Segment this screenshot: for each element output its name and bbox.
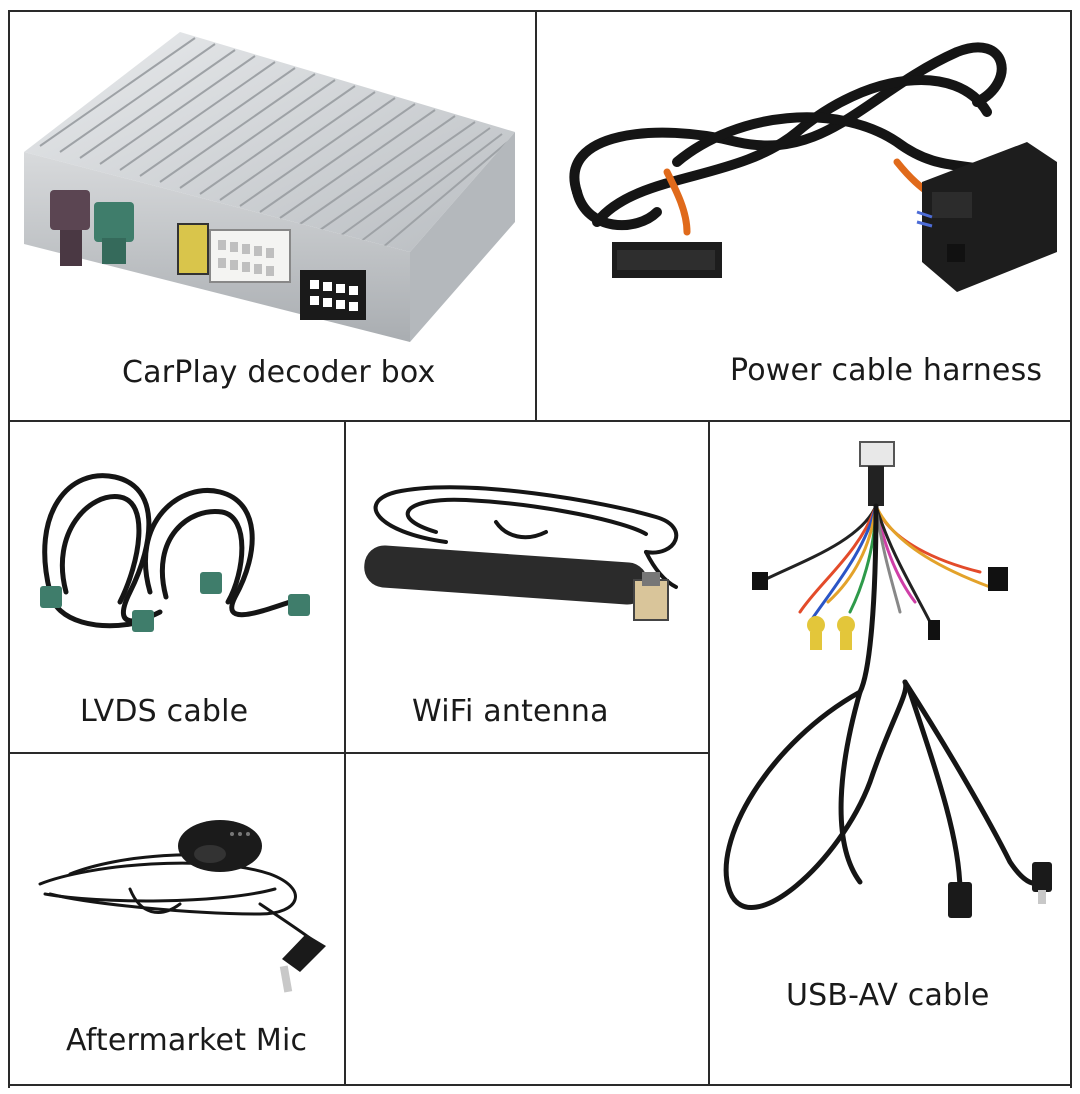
cable-harness-icon [569,42,1057,292]
product-label-decoder-box: CarPlay decoder box [122,355,436,390]
product-label-mic: Aftermarket Mic [66,1023,308,1058]
product-label-power-harness: Power cable harness [730,353,1043,388]
product-cell-decoder-box: CarPlay decoder box [10,12,535,420]
product-cell-usb-av-cable: USB-AV cable [710,422,1070,1084]
antenna-icon [364,485,679,621]
product-cell-power-harness: Power cable harness [537,12,1070,420]
grid-border-left [8,10,10,1088]
grid-border-top [8,10,1072,12]
product-label-wifi-antenna: WiFi antenna [412,694,609,729]
product-label-usb-av-cable: USB-AV cable [786,978,990,1013]
decoder-box-icon [24,32,515,342]
lvds-cable-icon [40,473,310,632]
product-cell-mic: Aftermarket Mic [10,754,344,1084]
grid-divider-mid-vertical-2 [708,421,710,1086]
product-cell-wifi-antenna: WiFi antenna [346,422,708,752]
product-cell-lvds-cable: LVDS cable [10,422,344,752]
grid-divider-row1 [8,420,1072,422]
usb-av-cable-icon [723,441,1052,918]
grid-border-bottom [8,1084,1072,1086]
microphone-icon [38,820,326,993]
grid-divider-top-vertical [535,10,537,421]
grid-border-right [1070,10,1072,1088]
empty-cell [346,754,708,1084]
product-label-lvds-cable: LVDS cable [80,694,249,729]
grid-divider-row2 [8,752,709,754]
